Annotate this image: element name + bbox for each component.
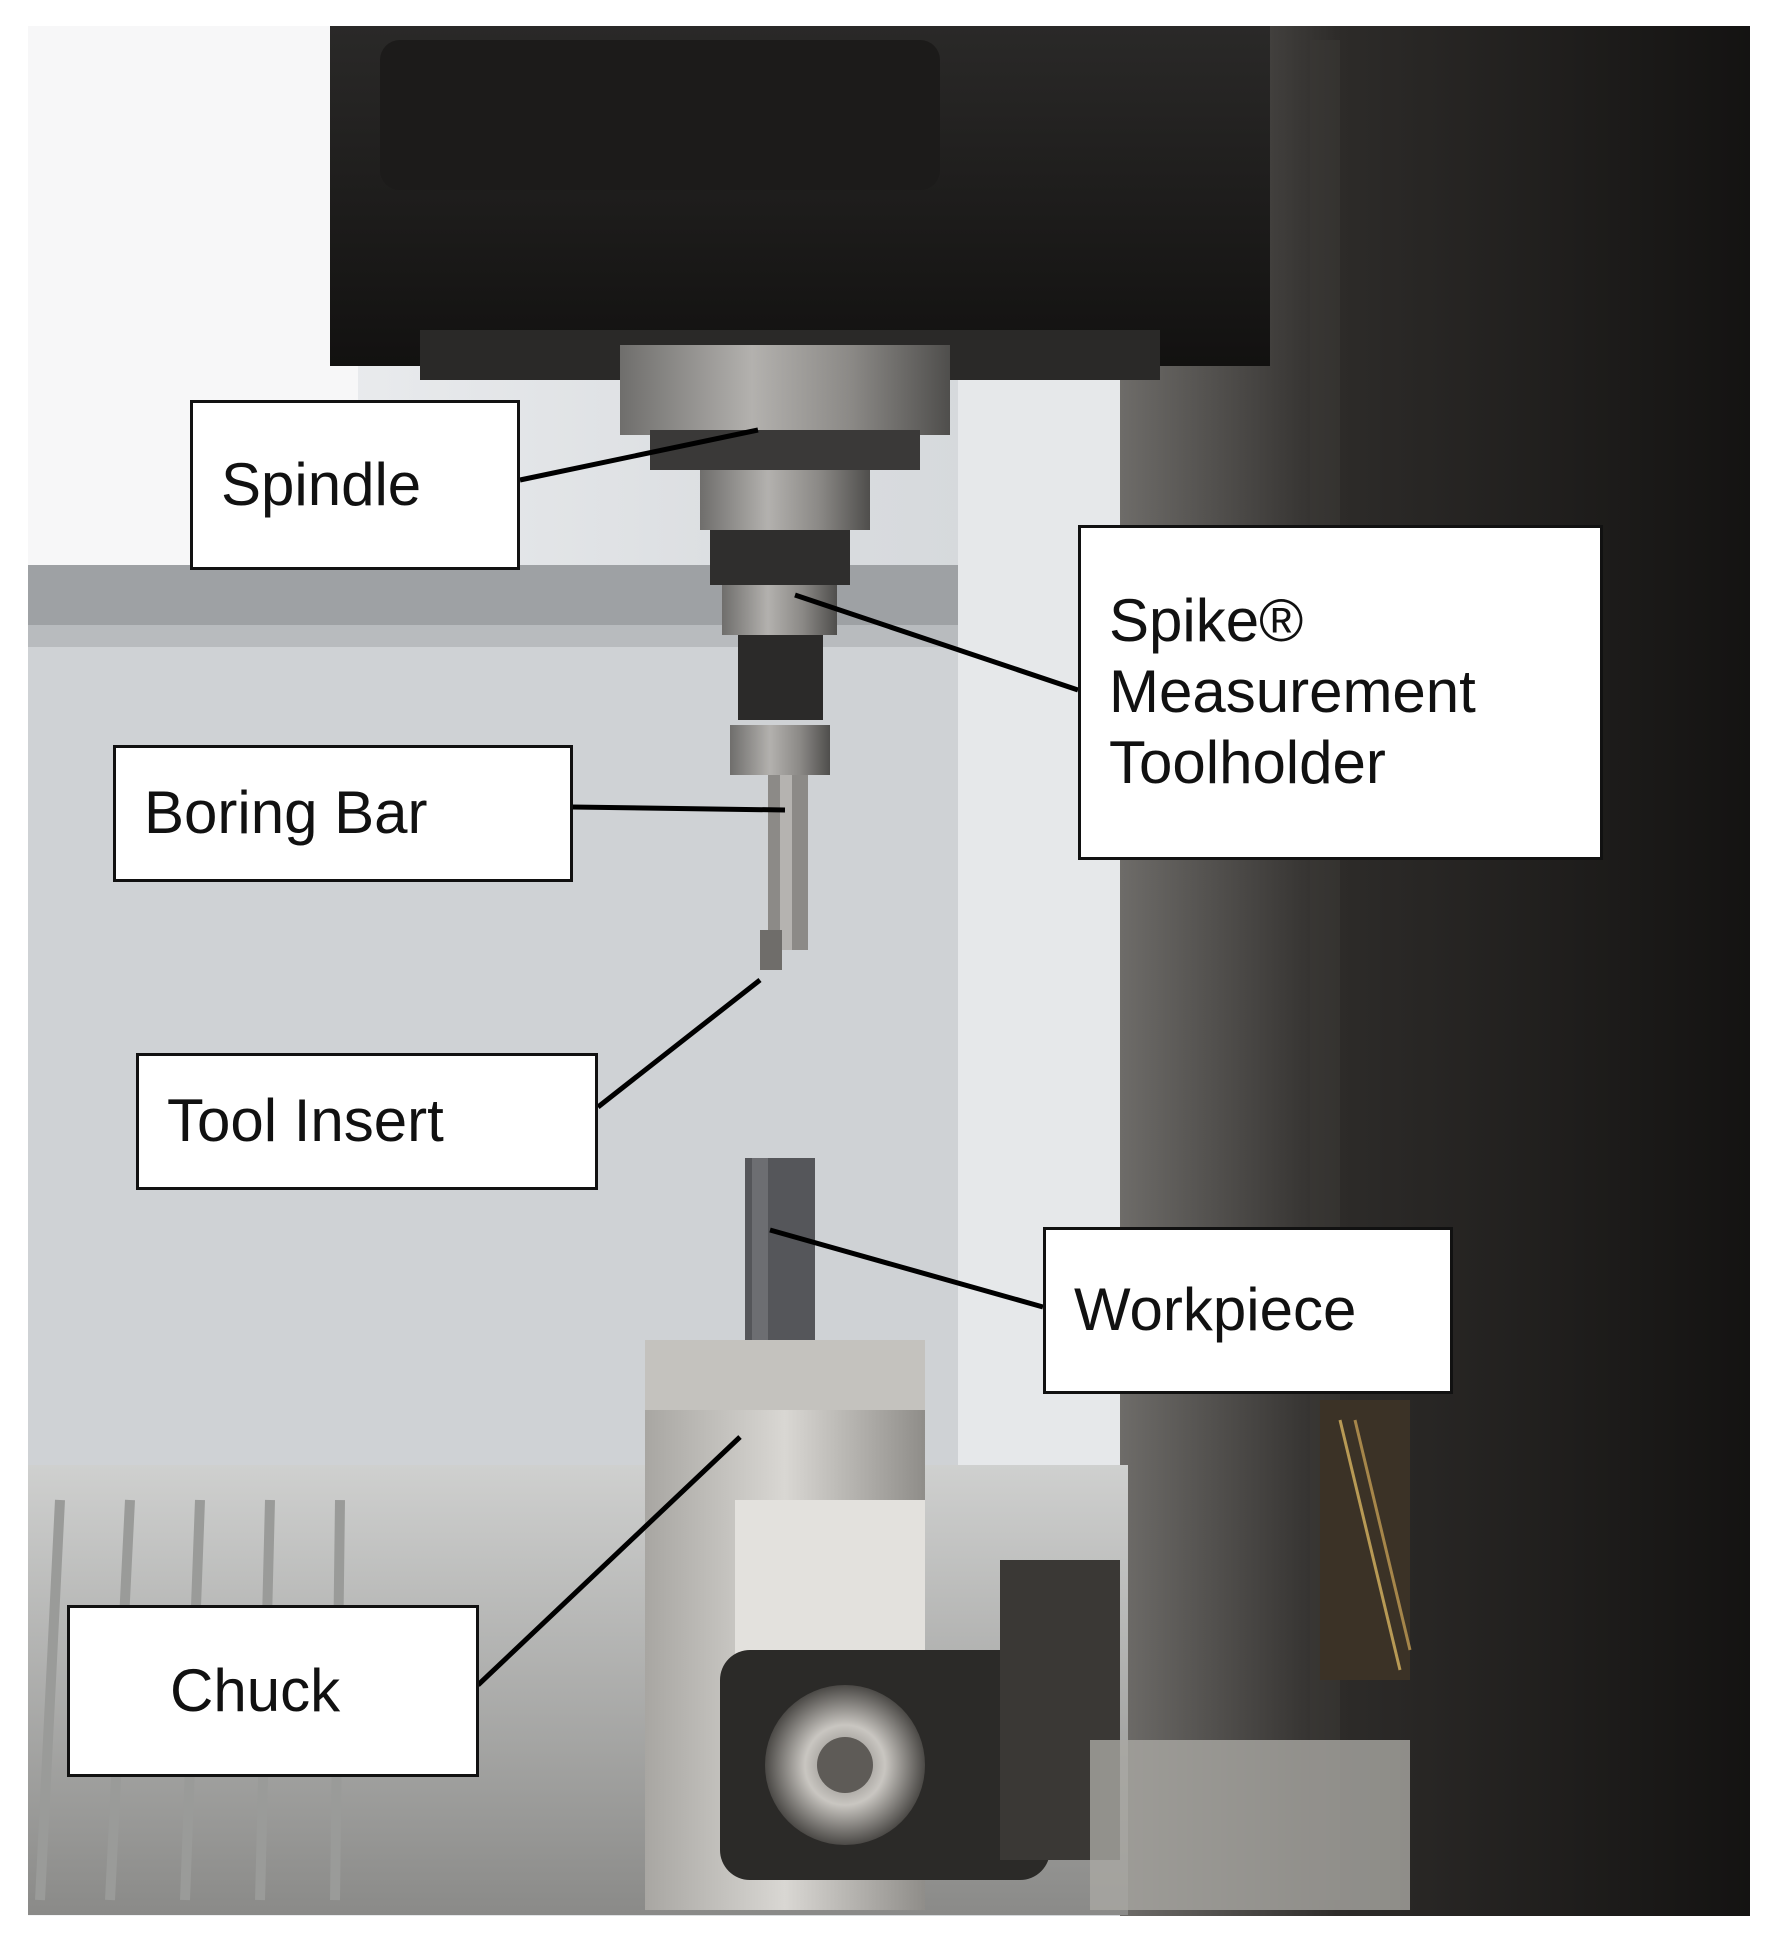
tool-insert-label: Tool Insert bbox=[136, 1053, 598, 1190]
spindle-leader-line bbox=[519, 427, 759, 483]
workpiece-leader-line bbox=[769, 1227, 1044, 1310]
tool-insert-label-text: Tool Insert bbox=[167, 1087, 444, 1155]
workpiece-label: Workpiece bbox=[1043, 1227, 1453, 1394]
boring-bar-label: Boring Bar bbox=[113, 745, 573, 882]
chuck-label: Chuck bbox=[67, 1605, 479, 1777]
chuck-label-text: Chuck bbox=[170, 1656, 341, 1724]
toolholder-leader-line bbox=[794, 592, 1079, 693]
boring-bar-label-text: Boring Bar bbox=[144, 779, 428, 847]
toolholder-label: Spike® Measurement Toolholder bbox=[1078, 525, 1603, 860]
spindle-label-text: Spindle bbox=[221, 450, 422, 518]
boring-bar-leader-line bbox=[571, 804, 786, 813]
chuck-leader-line bbox=[476, 1435, 742, 1687]
toolholder-label-text: Spike® Measurement Toolholder bbox=[1109, 587, 1476, 796]
tool-insert-leader-line bbox=[596, 978, 762, 1109]
workpiece-label-text: Workpiece bbox=[1074, 1276, 1357, 1344]
spindle-label: Spindle bbox=[190, 400, 520, 570]
